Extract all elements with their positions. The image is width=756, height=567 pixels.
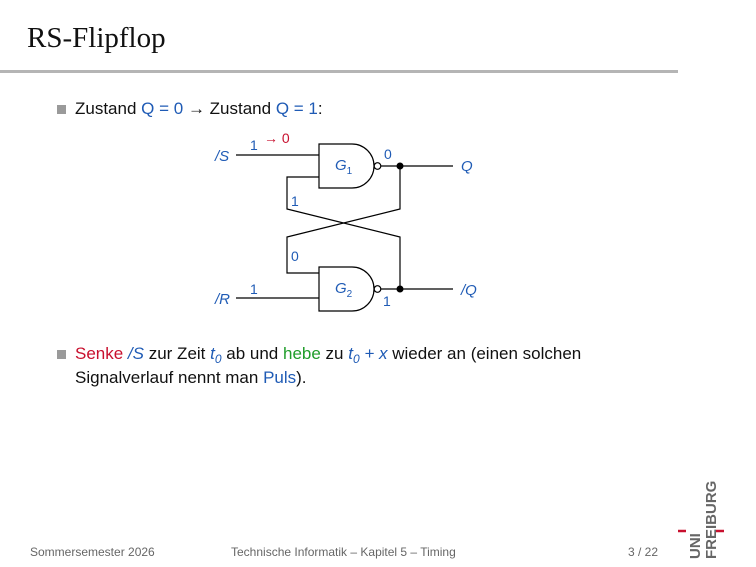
- output-label-q: Q: [461, 158, 473, 175]
- bullet-1-colon: :: [317, 99, 323, 118]
- title-divider: [0, 70, 678, 73]
- text-zur-zeit: zur Zeit: [144, 344, 211, 363]
- university-logo: UNI FREIBURG: [678, 481, 724, 559]
- bullet-1-prefix: Zustand: [75, 99, 142, 118]
- wire-g1-feedback: [286, 176, 401, 289]
- state-q0: Q = 0: [141, 99, 184, 118]
- junction-dot-q: [396, 162, 404, 170]
- svg-text:FREIBURG: FREIBURG: [703, 481, 720, 559]
- bullet-1-text: Zustand Q = 0 → Zustand Q = 1:: [75, 99, 323, 119]
- text-zu: zu: [320, 344, 349, 363]
- value-g1-feedback: 1: [291, 193, 299, 209]
- word-hebe: hebe: [283, 344, 321, 363]
- bullet-1-arrow: → Zustand: [183, 99, 276, 118]
- nand-gate-g2: [318, 266, 375, 312]
- value-g2-feedback: 0: [291, 248, 299, 264]
- input-label-s: /S: [214, 148, 229, 165]
- time-t0: t0: [210, 344, 222, 366]
- value-r: 1: [250, 281, 258, 297]
- value-s-transition: → 0: [264, 130, 290, 146]
- input-label-r: /R: [214, 291, 230, 308]
- bullet-2-line-2: Signalverlauf nennt man Puls).: [75, 368, 307, 388]
- bullet-marker: [57, 105, 66, 114]
- bullet-marker: [57, 350, 66, 359]
- wire-g2-feedback: [286, 166, 401, 274]
- junction-dot-nq: [396, 285, 404, 293]
- value-s: 1: [250, 137, 258, 153]
- footer-course: Technische Informatik – Kapitel 5 – Timi…: [231, 545, 456, 559]
- state-q1: Q = 1: [275, 99, 318, 118]
- word-senke: Senke: [75, 344, 124, 363]
- output-label-nq: /Q: [460, 282, 477, 299]
- footer-page-number: 3 / 22: [628, 545, 659, 559]
- value-g1-output: 0: [384, 146, 392, 162]
- footer-semester: Sommersemester 2026: [30, 545, 155, 559]
- inverter-bubble-g2: [373, 285, 382, 293]
- text-signalverlauf: Signalverlauf nennt man: [75, 368, 264, 387]
- time-t0-plus-x: t0 + x: [348, 344, 388, 366]
- gate-label-g2: G2: [335, 280, 353, 300]
- svg-text:UNI: UNI: [687, 533, 704, 559]
- bullet-2-line-1: Senke /S zur Zeit t0 ab und hebe zu t0 +…: [75, 344, 581, 366]
- signal-s: /S: [123, 344, 144, 363]
- nand-gate-g1: [318, 143, 375, 189]
- value-g2-output: 1: [383, 293, 391, 309]
- text-rest: wieder an (einen solchen: [387, 344, 582, 363]
- inverter-bubble-g1: [373, 162, 382, 170]
- text-end: ).: [296, 368, 307, 387]
- gate-label-g1: G1: [335, 157, 353, 177]
- word-puls: Puls: [263, 368, 297, 387]
- text-ab-und: ab und: [221, 344, 283, 363]
- slide-title: RS-Flipflop: [27, 22, 166, 54]
